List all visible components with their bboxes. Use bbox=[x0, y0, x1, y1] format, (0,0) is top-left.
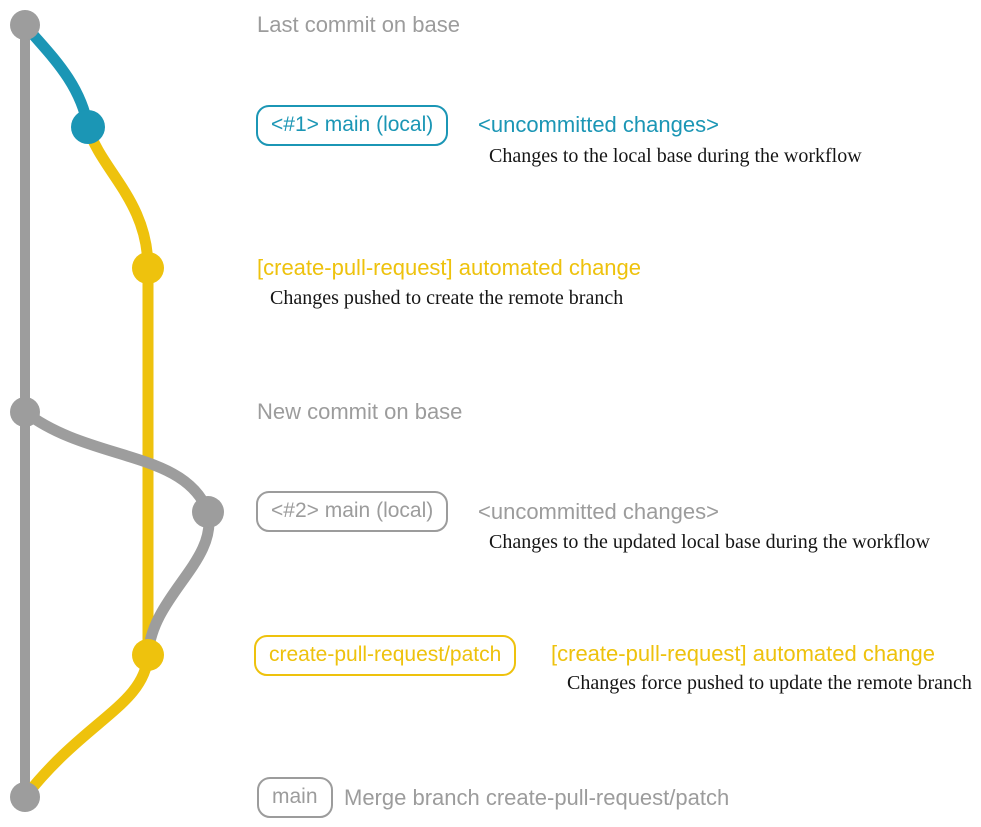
patch-branch-line bbox=[82, 121, 154, 661]
commit-node-automated-change-2 bbox=[132, 639, 164, 671]
local-main-branch-curve bbox=[19, 19, 94, 133]
commit-title-uncommitted-1: <uncommitted changes> bbox=[478, 112, 719, 137]
commit-desc-uncommitted-1: Changes to the local base during the wor… bbox=[489, 145, 862, 167]
branch-label-main-local-1: <#1> main (local) bbox=[256, 105, 449, 147]
updated-local-branch-curve bbox=[19, 406, 214, 518]
commit-desc-automated-change-2: Changes force pushed to update the remot… bbox=[567, 672, 972, 694]
commit-node-last-base bbox=[10, 10, 40, 40]
branch-label-create-pull-request-patch: create-pull-request/patch bbox=[254, 635, 517, 677]
commit-node-new-base bbox=[10, 397, 40, 427]
commit-desc-automated-change-1: Changes pushed to create the remote bran… bbox=[270, 287, 624, 309]
commit-node-local-main-2 bbox=[192, 496, 224, 528]
commit-node-local-main-1 bbox=[71, 110, 105, 144]
commit-title-uncommitted-2: <uncommitted changes> bbox=[478, 499, 719, 524]
updated-local-rebase-curve bbox=[142, 506, 215, 661]
commit-title-automated-change-1: [create-pull-request] automated change bbox=[257, 255, 642, 280]
commit-title-merge-branch: Merge branch create-pull-request/patch bbox=[344, 785, 730, 810]
branch-label-main-local-2: <#2> main (local) bbox=[256, 491, 449, 533]
branch-label-main: main bbox=[257, 777, 333, 819]
caption-new-commit-on-base: New commit on base bbox=[257, 399, 463, 424]
commit-title-automated-change-2: [create-pull-request] automated change bbox=[551, 641, 936, 666]
caption-last-commit-on-base: Last commit on base bbox=[257, 12, 460, 37]
commit-desc-uncommitted-2: Changes to the updated local base during… bbox=[489, 531, 930, 553]
patch-merge-curve bbox=[19, 649, 154, 803]
commit-node-automated-change-1 bbox=[132, 252, 164, 284]
commit-node-merge bbox=[10, 782, 40, 812]
